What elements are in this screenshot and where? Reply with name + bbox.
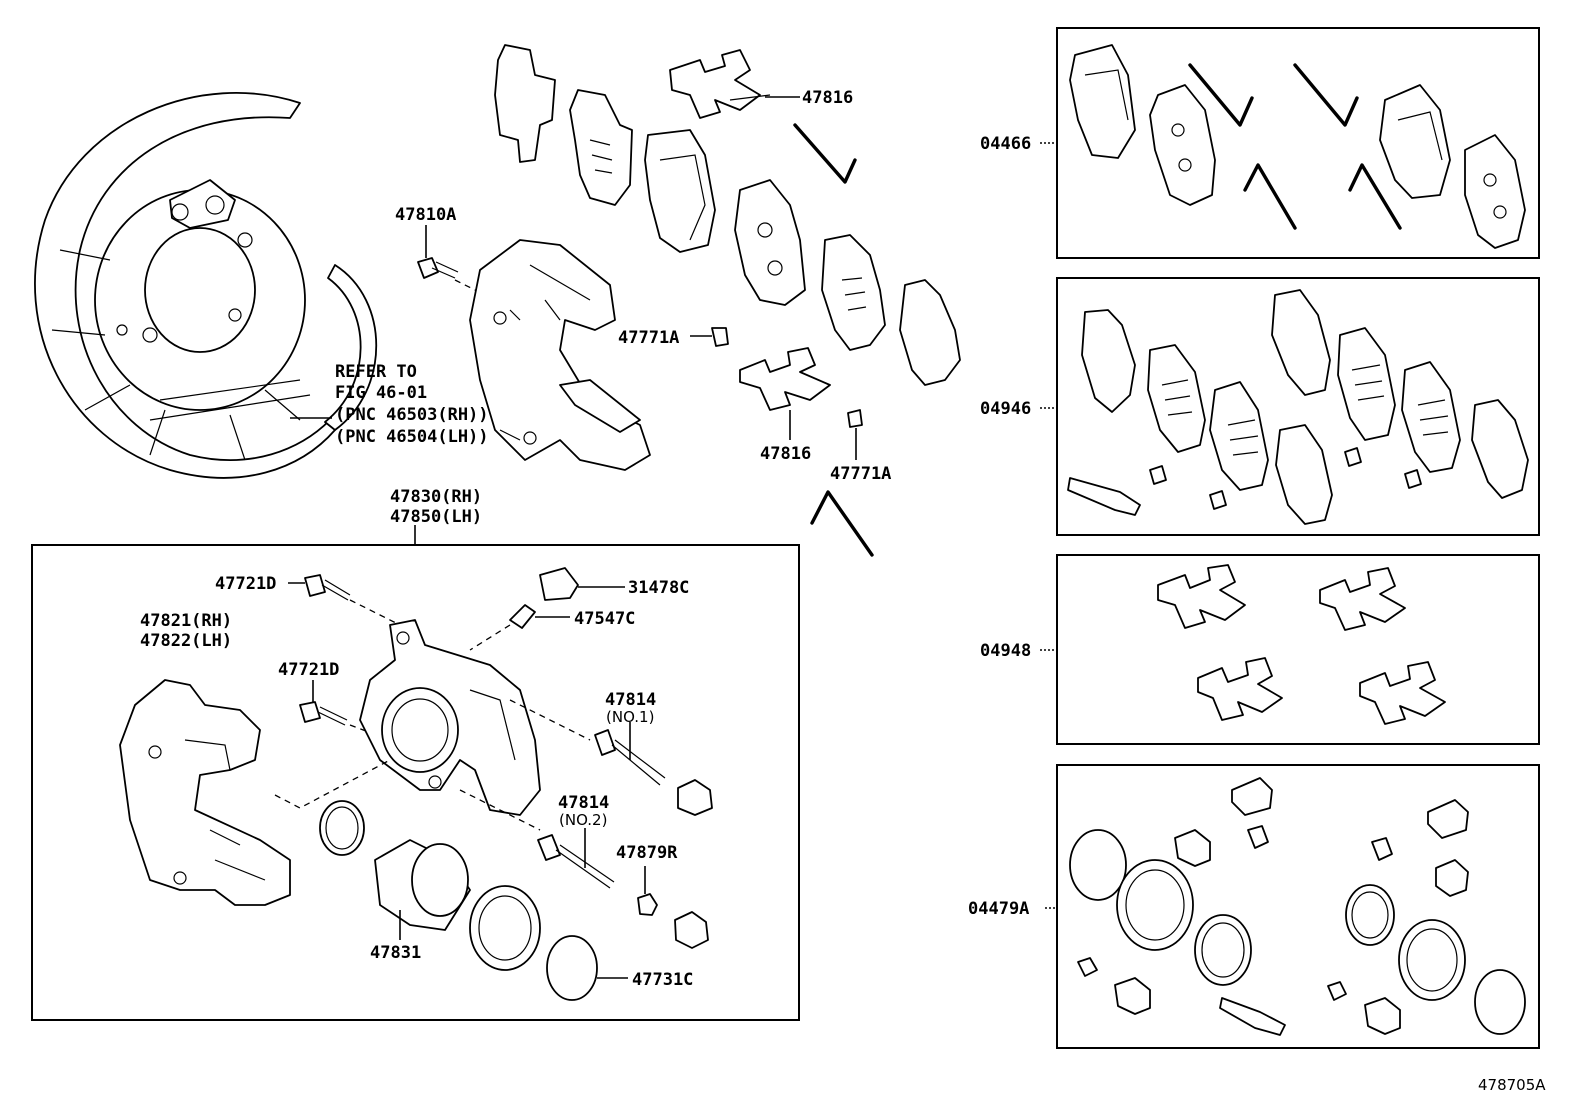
shim-47816-bottom [739, 347, 831, 440]
label-no1: (NO.1) [606, 708, 654, 726]
kit-box-04479A [1056, 764, 1540, 1049]
shim-47816-top [669, 49, 800, 119]
label-31478C: 31478C [628, 578, 689, 598]
label-47771A-bottom: 47771A [830, 464, 891, 484]
label-47816-top: 47816 [802, 88, 853, 108]
kit-box-04948 [1056, 554, 1540, 745]
label-47816-bottom: 47816 [760, 444, 811, 464]
label-47850: 47850(LH) [390, 507, 482, 527]
kit-04479A-parts [1069, 777, 1526, 1036]
label-47547C: 47547C [574, 609, 635, 629]
kit-04466-parts [1069, 44, 1526, 249]
refer-line-4: (PNC 46504(LH)) [335, 427, 489, 447]
brake-pads-top [494, 44, 961, 386]
pad-support-spring-top [793, 123, 857, 184]
label-47721D-top: 47721D [215, 574, 276, 594]
label-47821: 47821(RH) [140, 611, 232, 631]
refer-line-3: (PNC 46503(RH)) [335, 405, 489, 425]
label-04466: 04466 [980, 134, 1031, 154]
label-47731C: 47731C [632, 970, 693, 990]
figure-id: 478705A [1478, 1076, 1546, 1094]
label-47822: 47822(LH) [140, 631, 232, 651]
caliper-bracket-center [469, 239, 651, 471]
label-47721D-mid: 47721D [278, 660, 339, 680]
label-04946: 04946 [980, 399, 1031, 419]
label-no2: (NO.2) [559, 811, 607, 829]
pad-support-spring-bottom [810, 490, 874, 557]
bolt-47810A [417, 225, 486, 296]
refer-line-2: FIG 46-01 [335, 383, 427, 403]
label-47830: 47830(RH) [390, 487, 482, 507]
refer-line-1: REFER TO [335, 362, 417, 382]
label-47771A-left: 47771A [618, 328, 679, 348]
label-47879R: 47879R [616, 843, 678, 863]
dust-shield [34, 91, 377, 479]
label-47814-no1: 47814 [605, 690, 656, 710]
kit-box-04466 [1056, 27, 1540, 259]
label-04948: 04948 [980, 641, 1031, 661]
part-labels: 47816 47810A 47771A 47816 47771A REFER T… [140, 88, 1546, 1094]
clip-47771A-bottom [847, 409, 863, 460]
label-47810A: 47810A [395, 205, 456, 225]
kit-04948-parts [1157, 564, 1446, 725]
label-47814-no2: 47814 [558, 793, 609, 813]
label-04479A: 04479A [968, 899, 1029, 919]
kit-box-04946 [1056, 277, 1540, 536]
caliper-assembly-parts [119, 567, 713, 1001]
label-47831: 47831 [370, 943, 421, 963]
kit-04946-parts [1067, 289, 1529, 525]
clip-47771A-left [690, 327, 729, 347]
